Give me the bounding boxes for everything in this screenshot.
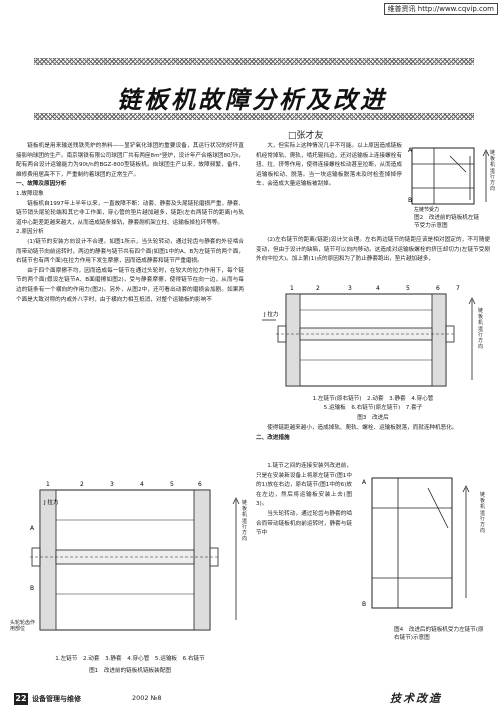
subsection-heading: 1.故障现象 bbox=[16, 190, 44, 197]
figure-4: A B 链板机运行方向 图4 改进后的链板机受力左链节(原右链节)示意图 bbox=[358, 468, 498, 680]
fig4-point-a: A bbox=[362, 479, 367, 486]
paragraph: 当头轮转动，通过轮齿与静套的啮合而带动链板机向前运转时，静套与链节中 bbox=[256, 510, 352, 537]
title-band-bottom bbox=[34, 113, 474, 120]
section-logo: 技术改造 bbox=[390, 692, 442, 705]
fig1-num-1: 1 bbox=[46, 481, 50, 488]
fig4-direction-label: 链板机运行方向 bbox=[480, 492, 486, 534]
fig3-legend-2: 5.运输板 6.右链节(原左链节) 7.套子 bbox=[323, 405, 423, 411]
right-column-bottom-b: 1.链节之间的连接安装列改进前，只是在安装新设备上将原左链节(图1中的1)放在右… bbox=[256, 462, 352, 539]
watermark-header: 维普资讯 http://www.cqvip.com bbox=[383, 3, 498, 15]
article-title: 链板机故障分析及改进 bbox=[117, 85, 387, 114]
fig1-num-4: 4 bbox=[140, 481, 144, 488]
fig1-point-b: B bbox=[30, 585, 34, 592]
fig3-legend-1: 1.左链节(原右链节) 2.动套 3.静套 4.穿心管 bbox=[312, 396, 434, 402]
fig3-caption: 图3 改进后 bbox=[357, 415, 389, 421]
fig1-left-label: 头轮轮齿作用部位 bbox=[10, 620, 36, 632]
figure-4-drawing: A B bbox=[362, 477, 470, 609]
paragraph: 大，但实际上这种情况几乎不可能。以上原因造成链板机经常掉轨、爬轨，啃托辊挡边，还… bbox=[256, 143, 402, 188]
fig1-num-5: 5 bbox=[170, 481, 174, 488]
fig3-num-3: 3 bbox=[348, 285, 352, 292]
right-column-bottom-a: 使得链距越来越小，造成掉轨、爬轨、螺栓、运输板脱落，而就连种机恶化。 二、改进措… bbox=[256, 424, 490, 443]
fig1-force-label: J 拉力 bbox=[43, 498, 58, 506]
fig3-num-5: 5 bbox=[406, 285, 410, 292]
fig3-num-2: 2 bbox=[316, 285, 320, 292]
paragraph: 链板机是用来输送残铁壳炉的熟料——显铲氧化球团的重要设备，其运行状况的好坏直接影… bbox=[16, 143, 244, 178]
figure-2-drawing: A B 左链节受力 bbox=[408, 147, 490, 213]
paragraph: 1.链节之间的连接安装列改进前，只是在安装新设备上将原左链节(图1中的1)放在右… bbox=[256, 463, 352, 508]
section-heading: 一、故障及原因分析 bbox=[16, 181, 67, 188]
issue-date: 2002 №8 bbox=[132, 694, 162, 702]
fig2-label: 左链节受力 bbox=[414, 206, 439, 213]
title-band-top bbox=[34, 58, 474, 65]
fig1-caption: 图1 改进前的链板机链板装配图 bbox=[89, 668, 171, 674]
figure-3: J 拉力 1 2 3 4 5 6 7 链板机运行方向 1.左链节(原右链节) 2… bbox=[256, 280, 490, 440]
fig3-num-7: 7 bbox=[456, 285, 460, 292]
fig4-point-b: B bbox=[362, 601, 366, 608]
fig2-point-b: B bbox=[408, 197, 412, 204]
fig2-caption: 图2 改进前的链板机左链节受力示意图 bbox=[414, 215, 480, 229]
fig1-num-3: 3 bbox=[110, 481, 114, 488]
paragraph: (2)左右链节的距离(链距)设计欠合理。左右两边链节的链距应该是相对固定的，不可… bbox=[256, 237, 490, 263]
paragraph: (1)链节的安装方向设计不合理。如图1所示，当头轮转动，通过轮齿与静套的外径啮合… bbox=[16, 238, 244, 265]
paragraph: 链板机自1997年上半年以来，一直故障不断：动套、静套及头尾链轮磨损严重，静套、… bbox=[16, 200, 244, 226]
fig4-caption: 图4 改进后的链板机受力左链节(原右链节)示意图 bbox=[394, 627, 484, 641]
subsection-heading: 2.原因分析 bbox=[16, 229, 44, 236]
page-number: 22 bbox=[14, 693, 28, 705]
fig3-num-4: 4 bbox=[376, 285, 380, 292]
fig3-num-6: 6 bbox=[436, 285, 440, 292]
right-column-mid: (2)左右链节的距离(链距)设计欠合理。左右两边链节的链距应该是相对固定的，不可… bbox=[256, 236, 490, 265]
fig1-num-6: 6 bbox=[198, 481, 202, 488]
fig1-num-2: 2 bbox=[80, 481, 84, 488]
fig1-legend: 1.左链节 2.动套 3.静套 4.穿心管 5.运输板 6.右链节 bbox=[55, 656, 205, 662]
left-column: 链板机是用来输送残铁壳炉的熟料——显铲氧化球团的重要设备，其运行状况的好坏直接影… bbox=[16, 142, 244, 305]
author: □张才友 bbox=[288, 131, 324, 141]
figure-1: A B 1 2 3 4 5 6 J 拉力 头轮轮齿作用部位 链板机运行方向 1.… bbox=[10, 470, 250, 688]
paragraph: 使得链距越来越小，造成掉轨、爬轨、螺栓、运输板脱落，而就连种机恶化。 bbox=[267, 425, 458, 431]
figure-3-drawing: J 拉力 1 2 3 4 5 6 7 bbox=[262, 285, 476, 387]
section-heading: 二、改进措施 bbox=[256, 434, 290, 441]
magazine-name: 设备管理与维修 bbox=[32, 695, 81, 703]
figure-2: A B 左链节受力 链板机运行方向 图2 改进前的链板机左链节受力示意图 bbox=[404, 142, 500, 242]
fig1-direction-label: 链板机运行方向 bbox=[242, 500, 248, 542]
fig3-direction-label: 链板机运行方向 bbox=[478, 308, 484, 350]
fig3-num-1: 1 bbox=[290, 285, 294, 292]
right-column-top: 大，但实际上这种情况几乎不可能。以上原因造成链板机经常掉轨、爬轨，啃托辊挡边，还… bbox=[256, 142, 402, 190]
fig3-force-label: J 拉力 bbox=[263, 310, 278, 318]
fig2-point-a: A bbox=[408, 147, 413, 154]
fig1-point-a: A bbox=[30, 525, 35, 532]
paragraph: 由于四个面摩擦不均，因而造成每一链节在通过头轮时，在较大的拉力作用下，每个链节的… bbox=[16, 267, 244, 303]
figure-1-drawing: A B 1 2 3 4 5 6 J 拉力 bbox=[30, 481, 240, 631]
fig2-direction-label: 链板机运行方向 bbox=[490, 150, 496, 192]
